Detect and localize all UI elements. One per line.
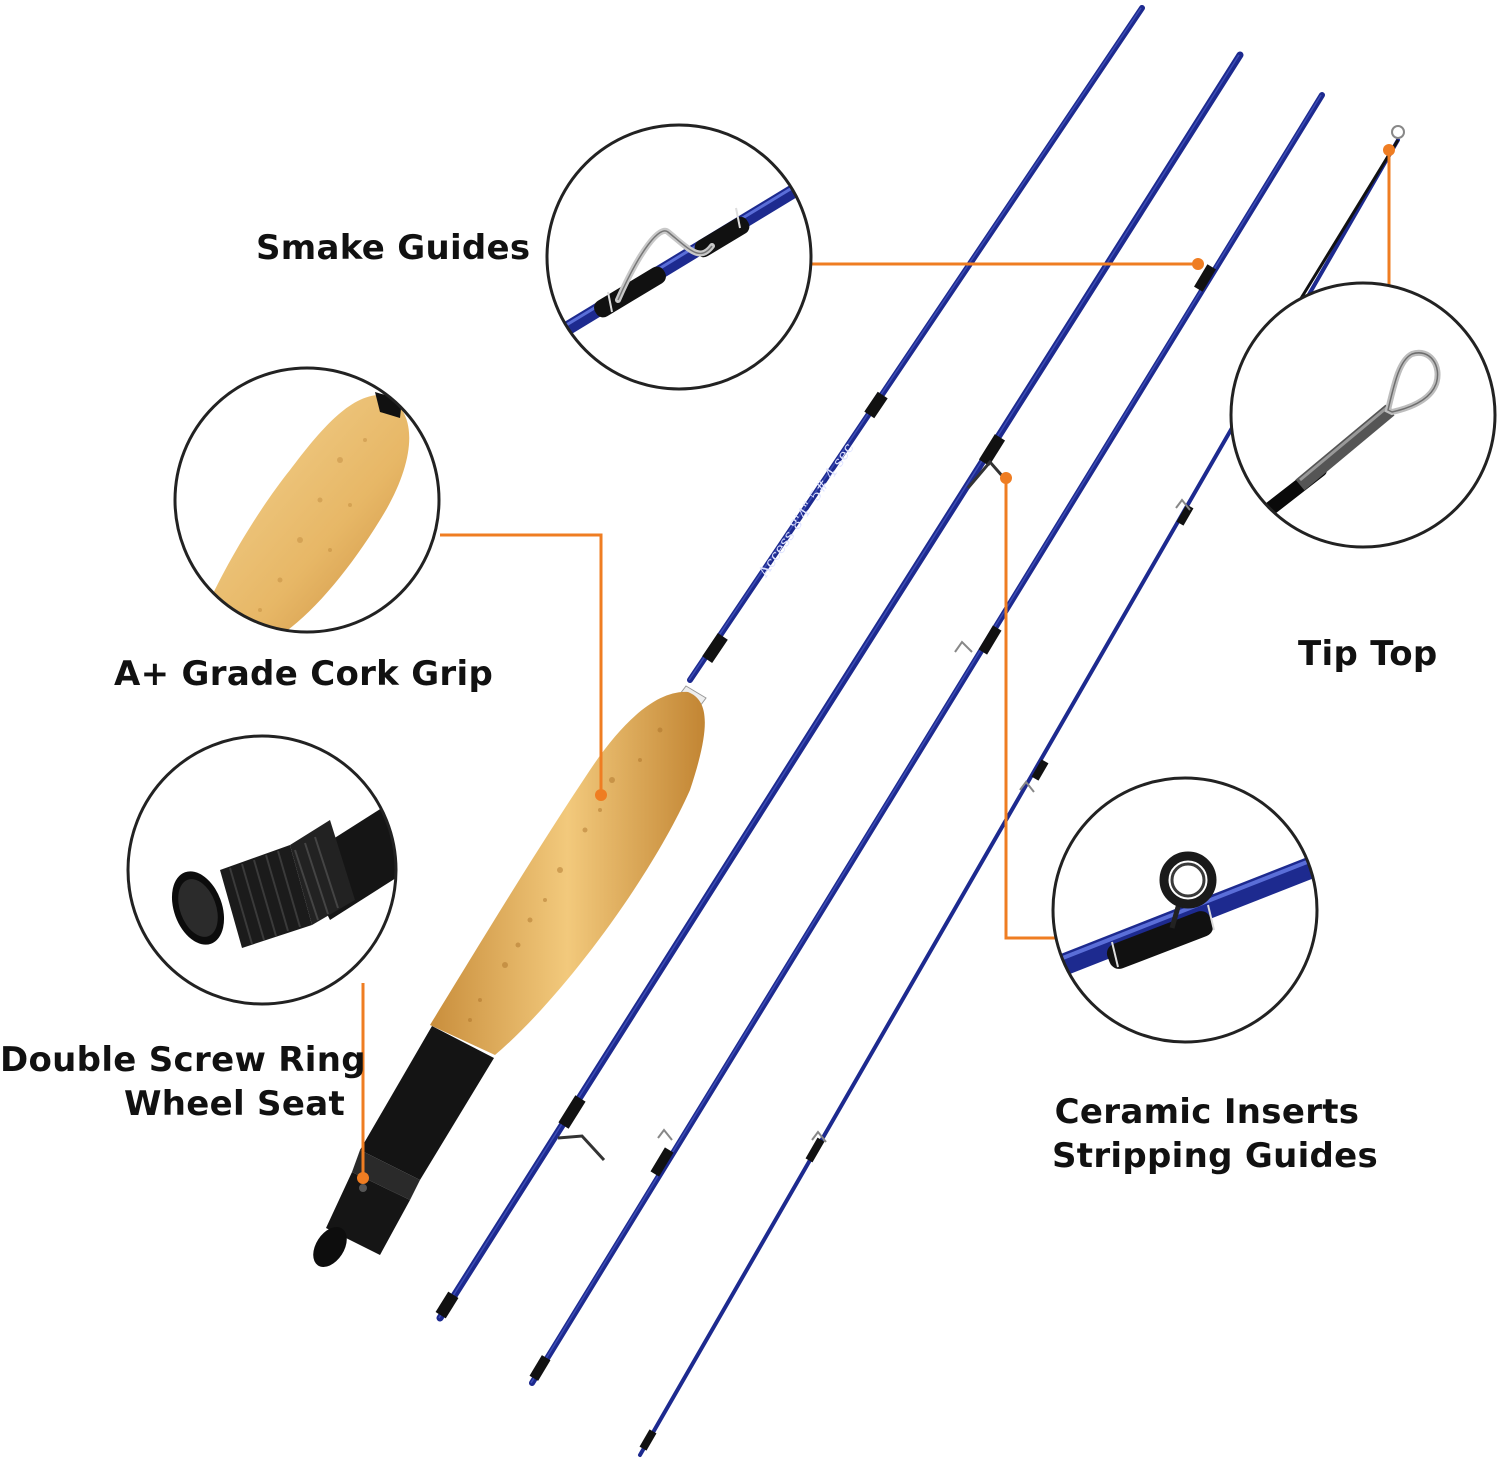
leader-dot-snake: [1192, 258, 1204, 270]
cork-grip-shape: [430, 691, 705, 1055]
leader-dot-seat: [357, 1172, 369, 1184]
leader-lines: [361, 150, 1391, 1178]
label-wheel-seat-line1: Double Screw Ring: [0, 1040, 366, 1080]
label-wheel-seat: Double Screw Ring Wheel Seat: [0, 1038, 366, 1126]
label-ceramic-line2: Stripping Guides: [1052, 1136, 1379, 1177]
detail-circle-reel-seat: [126, 734, 398, 1006]
label-wheel-seat-line2: Wheel Seat: [123, 1084, 345, 1125]
detail-circle-snake-guide: [545, 123, 813, 391]
label-cork-grip: A+ Grade Cork Grip: [114, 654, 494, 694]
leader-dot-cork: [595, 789, 607, 801]
rod-section-3: [529, 92, 1325, 1386]
detail-circle-cork-grip: [173, 366, 441, 634]
label-ceramic-guides: Ceramic Inserts Stripping Guides: [1052, 1090, 1379, 1178]
leader-dot-tip: [1383, 144, 1395, 156]
rod-section-butt: [313, 5, 1145, 1267]
reel-seat-shape: [360, 1026, 494, 1180]
label-snake-guides: Smake Guides: [256, 228, 531, 268]
detail-circle-ceramic-guide: [1051, 776, 1319, 1044]
rod-marking-text: Access 8'4" 5# 4 sec: [754, 439, 858, 581]
detail-circle-tip-top: [1229, 281, 1497, 549]
label-tip-top: Tip Top: [1298, 634, 1438, 674]
label-ceramic-line1: Ceramic Inserts: [1054, 1092, 1360, 1132]
leader-dot-ceramic: [1000, 472, 1012, 484]
